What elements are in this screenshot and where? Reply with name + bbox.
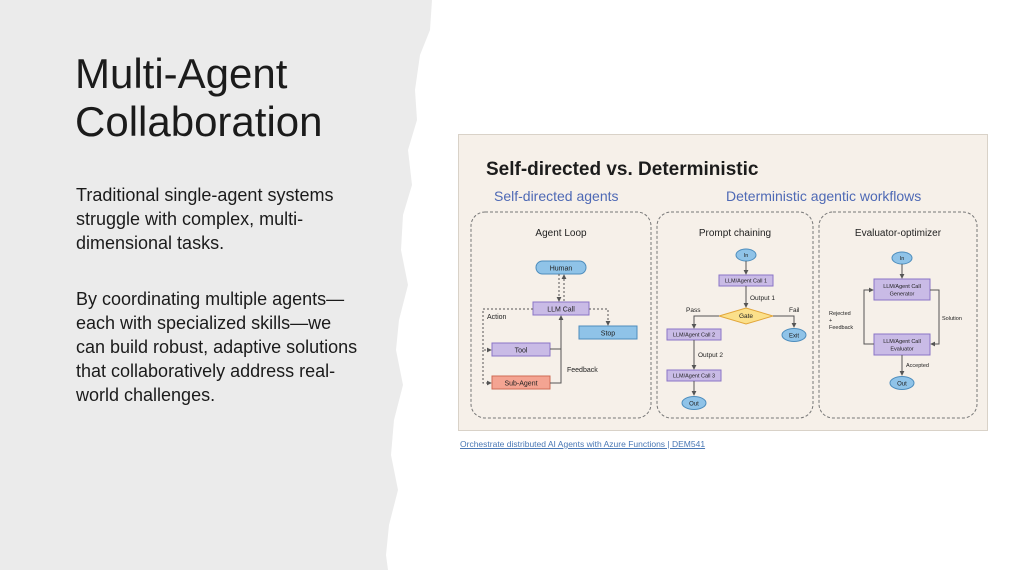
- accepted-label: Accepted: [906, 363, 929, 369]
- source-link[interactable]: Orchestrate distributed AI Agents with A…: [460, 439, 706, 449]
- sub-agent-label: Sub-Agent: [504, 381, 537, 388]
- evaluator-label-line1: LLM/Agent Call: [883, 339, 921, 345]
- torn-paper-background: [0, 0, 432, 570]
- fail-label: Fail: [789, 307, 800, 314]
- gate-node: [717, 307, 775, 325]
- pc-call1-label: LLM/Agent Call 1: [725, 279, 767, 285]
- eo-in-label: In: [900, 256, 905, 262]
- evaluator-title: Evaluator-optimizer: [855, 228, 942, 239]
- slide-title-line1: Multi-Agent: [75, 50, 288, 97]
- pc-out-label: Out: [689, 402, 699, 408]
- prompt-chaining-title: Prompt chaining: [699, 228, 771, 239]
- pc-call3-label: LLM/Agent Call 3: [673, 374, 715, 380]
- llm-call-label: LLM Call: [547, 307, 575, 314]
- left-section-header: Self-directed agents: [494, 188, 619, 204]
- rejected-label-line2: +: [829, 318, 832, 324]
- pc-output2-label: Output 2: [698, 352, 723, 359]
- rejected-label-line1: Rejected: [829, 311, 851, 317]
- paragraph-coordination: By coordinating multiple agents—each wit…: [76, 289, 358, 405]
- solution-label: Solution: [942, 316, 962, 322]
- pass-label: Pass: [686, 307, 701, 314]
- prompt-chaining-panel: Prompt chaining In LLM/Agent Call 1 Outp…: [656, 211, 814, 419]
- paragraph-intro: Traditional single-agent systems struggl…: [76, 185, 334, 253]
- pc-output1-label: Output 1: [750, 295, 775, 302]
- gate-label: Gate: [739, 313, 753, 320]
- agent-loop-title: Agent Loop: [535, 228, 587, 239]
- pc-in-label: In: [744, 253, 749, 259]
- right-section-header: Deterministic agentic workflows: [726, 188, 921, 204]
- rejected-label-line3: Feedback: [829, 325, 853, 331]
- feedback-label: Feedback: [567, 367, 598, 374]
- tool-label: Tool: [515, 348, 528, 355]
- human-node: [535, 260, 587, 275]
- slide-title-line2: Collaboration: [75, 98, 323, 145]
- human-label: Human: [550, 266, 573, 273]
- agent-loop-panel: Agent Loop Human LLM Call Stop Tool Sub-…: [470, 211, 652, 419]
- pc-call2-label: LLM/Agent Call 2: [673, 333, 715, 339]
- generator-label-line2: Generator: [890, 292, 915, 298]
- evaluator-label-line2: Evaluator: [890, 347, 913, 353]
- slide-title: Multi-Agent Collaboration: [75, 50, 405, 146]
- exit-label: Exit: [789, 334, 799, 340]
- exit-node: [781, 328, 807, 342]
- stop-node: [578, 325, 638, 340]
- diagram-image: Self-directed vs. Deterministic Self-dir…: [458, 134, 988, 431]
- generator-label-line1: LLM/Agent Call: [883, 284, 921, 290]
- action-label: Action: [487, 314, 507, 321]
- eo-out-label: Out: [897, 382, 907, 388]
- diagram-heading: Self-directed vs. Deterministic: [486, 159, 759, 180]
- pc-out-node: [681, 396, 707, 410]
- eo-out-node: [889, 376, 915, 390]
- evaluator-optimizer-panel: Evaluator-optimizer In LLM/Agent Call Ge…: [818, 211, 978, 419]
- stop-label: Stop: [601, 331, 616, 338]
